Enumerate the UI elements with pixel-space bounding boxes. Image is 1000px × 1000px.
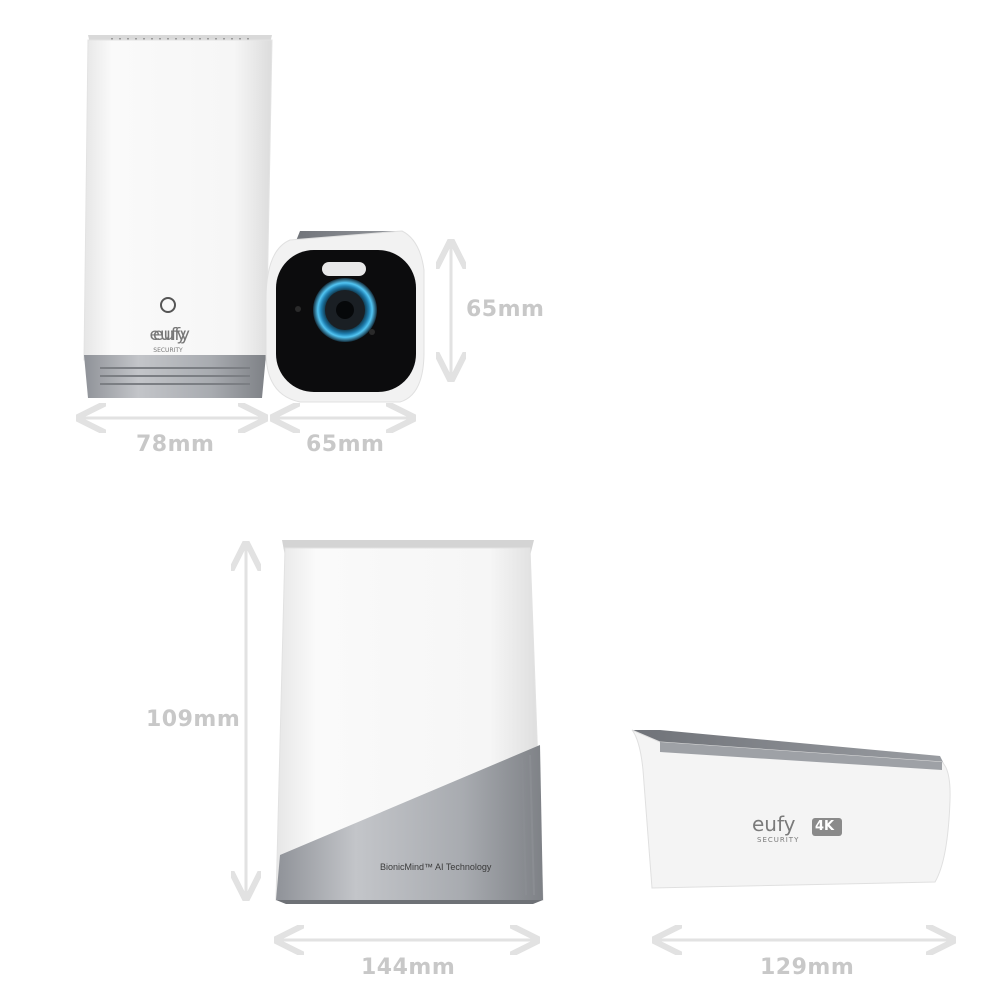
badge-4k-text: 4K [815,819,835,834]
power-button-icon [160,297,176,313]
4k-badge [812,818,842,836]
label-129mm: 129mm [760,955,855,980]
tower-logo-text: eufy [153,325,190,345]
dimension-arrows [82,245,950,940]
camera-side [631,729,951,889]
homebase-side [275,540,544,904]
tower-logo: eufy [150,325,187,345]
label-78mm: 78mm [136,432,215,457]
camera-logo: eufy [752,812,796,836]
label-65mm-height: 65mm [466,297,545,322]
base-caption: BionicMind™ AI Technology [380,862,492,872]
svg-text:SECURITY: SECURITY [153,347,183,354]
camera-front [265,230,425,403]
label-109mm: 109mm [146,707,241,732]
label-65mm-width: 65mm [306,432,385,457]
camera-logo-sub: SECURITY [757,836,800,844]
label-144mm: 144mm [361,955,456,980]
